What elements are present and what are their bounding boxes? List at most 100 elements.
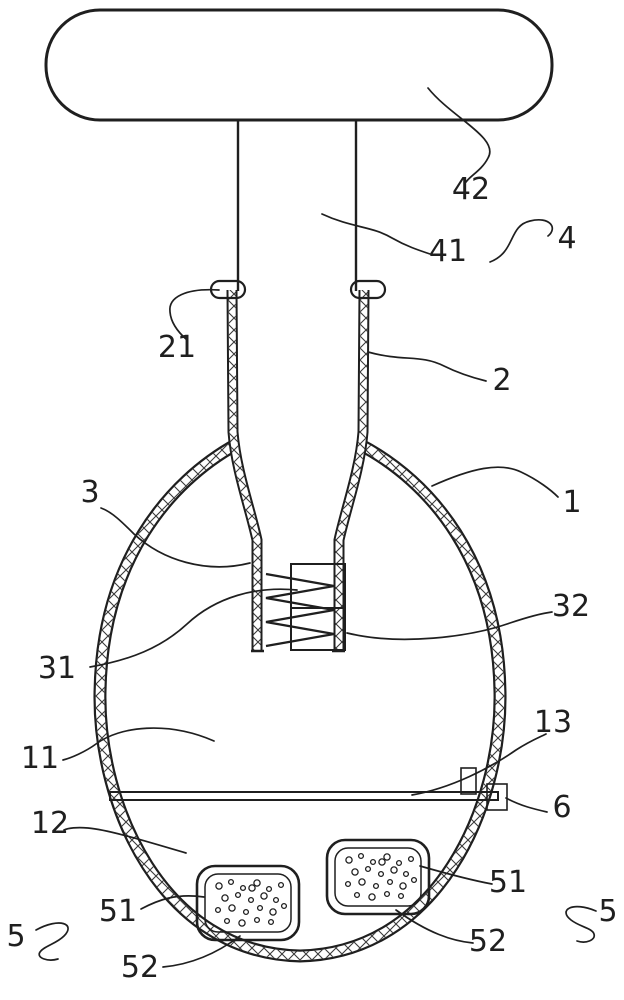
- ref-label-11: 11: [21, 741, 59, 776]
- granules-left: [214, 878, 288, 927]
- granule-box-left: [195, 864, 301, 942]
- ref-label-21: 21: [158, 330, 196, 365]
- handle-body: [44, 8, 554, 122]
- granule-dot: [353, 891, 361, 899]
- leader-51-right: [419, 865, 493, 885]
- granule-dot: [383, 890, 391, 898]
- granule-dot: [242, 908, 250, 916]
- partition-bar: [109, 791, 499, 801]
- granule-dot: [390, 866, 398, 874]
- handle: [44, 8, 554, 122]
- granule-dot: [239, 884, 247, 892]
- granule-dot: [397, 892, 405, 900]
- granule-dot: [402, 870, 410, 878]
- granule-dot: [383, 853, 391, 861]
- shaft: [236, 121, 358, 291]
- leader-32: [346, 611, 553, 641]
- bracket-tab: [460, 767, 477, 795]
- granule-dot: [260, 892, 268, 900]
- leader-31: [89, 588, 298, 668]
- leader-lines: [35, 87, 597, 968]
- granule-dot: [344, 880, 352, 888]
- granule-dot: [265, 885, 273, 893]
- granule-box-right: [325, 838, 431, 916]
- granule-dot: [227, 878, 235, 886]
- partition-plate: [109, 791, 499, 801]
- granule-dot: [247, 896, 255, 904]
- ref-label-52-left: 52: [121, 950, 159, 985]
- ref-label-2: 2: [492, 363, 511, 398]
- granule-dot: [277, 881, 285, 889]
- leader-5-left: [35, 922, 69, 961]
- granule-dot: [378, 858, 386, 866]
- granule-dot: [234, 891, 242, 899]
- leader-52-right: [395, 909, 474, 944]
- leader-6: [505, 797, 548, 813]
- granule-dot: [395, 859, 403, 867]
- ref-label-5-right: 5: [598, 894, 617, 929]
- leader-4: [489, 219, 554, 263]
- granule-dot: [357, 852, 365, 860]
- ref-label-5-left: 5: [6, 919, 25, 954]
- granule-dot: [280, 902, 288, 910]
- ref-label-13: 13: [534, 705, 572, 740]
- granule-dot: [267, 918, 275, 926]
- granule-dot: [410, 876, 418, 884]
- granule-dot: [368, 893, 376, 901]
- ref-label-12: 12: [31, 806, 69, 841]
- granule-dot: [256, 904, 264, 912]
- granule-dot: [272, 896, 280, 904]
- ref-label-41: 41: [429, 234, 467, 269]
- leader-21: [169, 288, 220, 341]
- leader-13: [411, 733, 547, 796]
- granule-dot: [407, 855, 415, 863]
- granule-dot: [358, 878, 366, 886]
- ref-label-4: 4: [557, 221, 576, 256]
- box-left-outer: [195, 864, 301, 942]
- granule-dot: [221, 894, 229, 902]
- leader-41: [321, 213, 431, 255]
- valve-assembly: [251, 563, 346, 653]
- granule-dot: [399, 882, 407, 890]
- granule-dot: [214, 906, 222, 914]
- granule-dot: [248, 884, 256, 892]
- granule-dot: [369, 858, 377, 866]
- granules-right: [344, 852, 418, 901]
- granule-dot: [377, 870, 385, 878]
- leader-12: [63, 826, 187, 854]
- leader-51-left: [140, 895, 205, 910]
- granule-dot: [269, 908, 277, 916]
- box-right-outer: [325, 838, 431, 916]
- box-right-inner: [334, 847, 422, 907]
- spring: [265, 572, 335, 648]
- leader-42: [427, 87, 491, 183]
- ref-label-42: 42: [452, 172, 490, 207]
- granule-dot: [372, 882, 380, 890]
- leader-5-right: [565, 905, 597, 943]
- leader-11: [62, 727, 215, 761]
- leader-2: [367, 351, 487, 382]
- granule-dot: [253, 879, 261, 887]
- granule-dot: [253, 916, 261, 924]
- rim-right-tab: [349, 279, 387, 300]
- granule-dot: [228, 904, 236, 912]
- leader-1: [431, 466, 559, 498]
- ref-label-1: 1: [562, 485, 581, 520]
- ref-label-51-left: 51: [99, 894, 137, 929]
- ref-label-6: 6: [552, 790, 571, 825]
- flask-body: [100, 444, 500, 956]
- ref-label-31: 31: [38, 651, 76, 686]
- granule-dot: [215, 882, 223, 890]
- granule-dot: [345, 856, 353, 864]
- leader-3: [100, 507, 251, 568]
- granule-dot: [364, 865, 372, 873]
- granule-dot: [386, 878, 394, 886]
- ref-label-51-right: 51: [489, 865, 527, 900]
- bracket-end-block: [486, 783, 508, 811]
- box-left-inner: [204, 873, 292, 933]
- granule-dot: [238, 919, 246, 927]
- reference-labels: 42 41 4 21 2 3 1 32 31 13 11 6 12 51 51 …: [6, 172, 617, 985]
- granule-dot: [223, 917, 231, 925]
